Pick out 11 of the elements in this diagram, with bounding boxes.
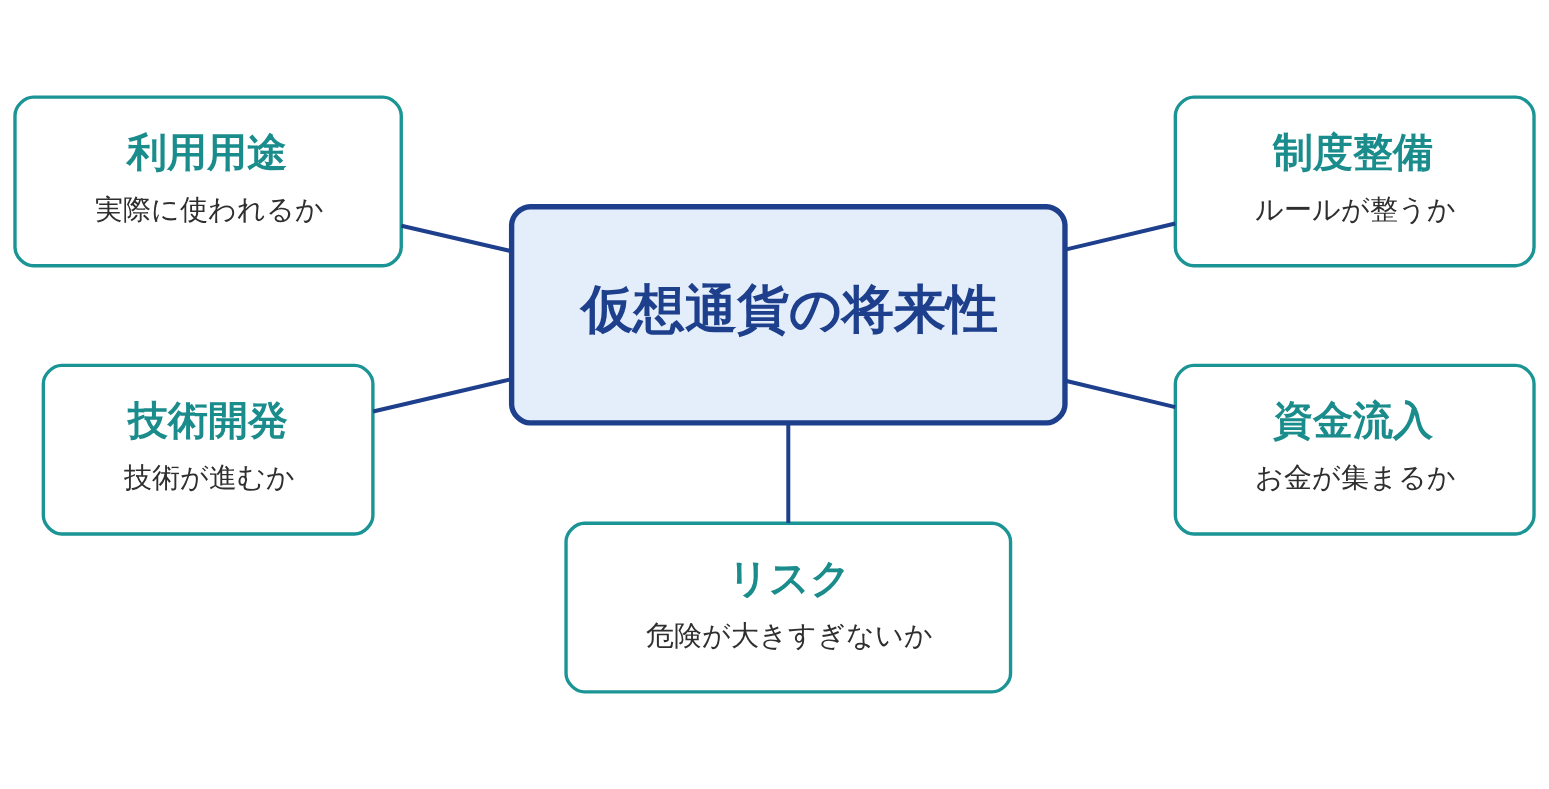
connector	[1064, 378, 1176, 410]
node-box: 仮想通貨の将来性	[508, 204, 1068, 426]
node-box: リスク 危険が大きすぎないか	[564, 521, 1013, 694]
node-box: 資金流入 お金が集まるか	[1173, 363, 1536, 536]
node-box: 利用用途 実際に使われるか	[13, 95, 403, 268]
node-box: 技術開発 技術が進むか	[41, 363, 375, 536]
connector	[372, 377, 512, 414]
connector	[1064, 221, 1176, 252]
connector	[786, 422, 791, 523]
node-box: 制度整備 ルールが整うか	[1173, 95, 1536, 268]
connector	[400, 223, 512, 254]
